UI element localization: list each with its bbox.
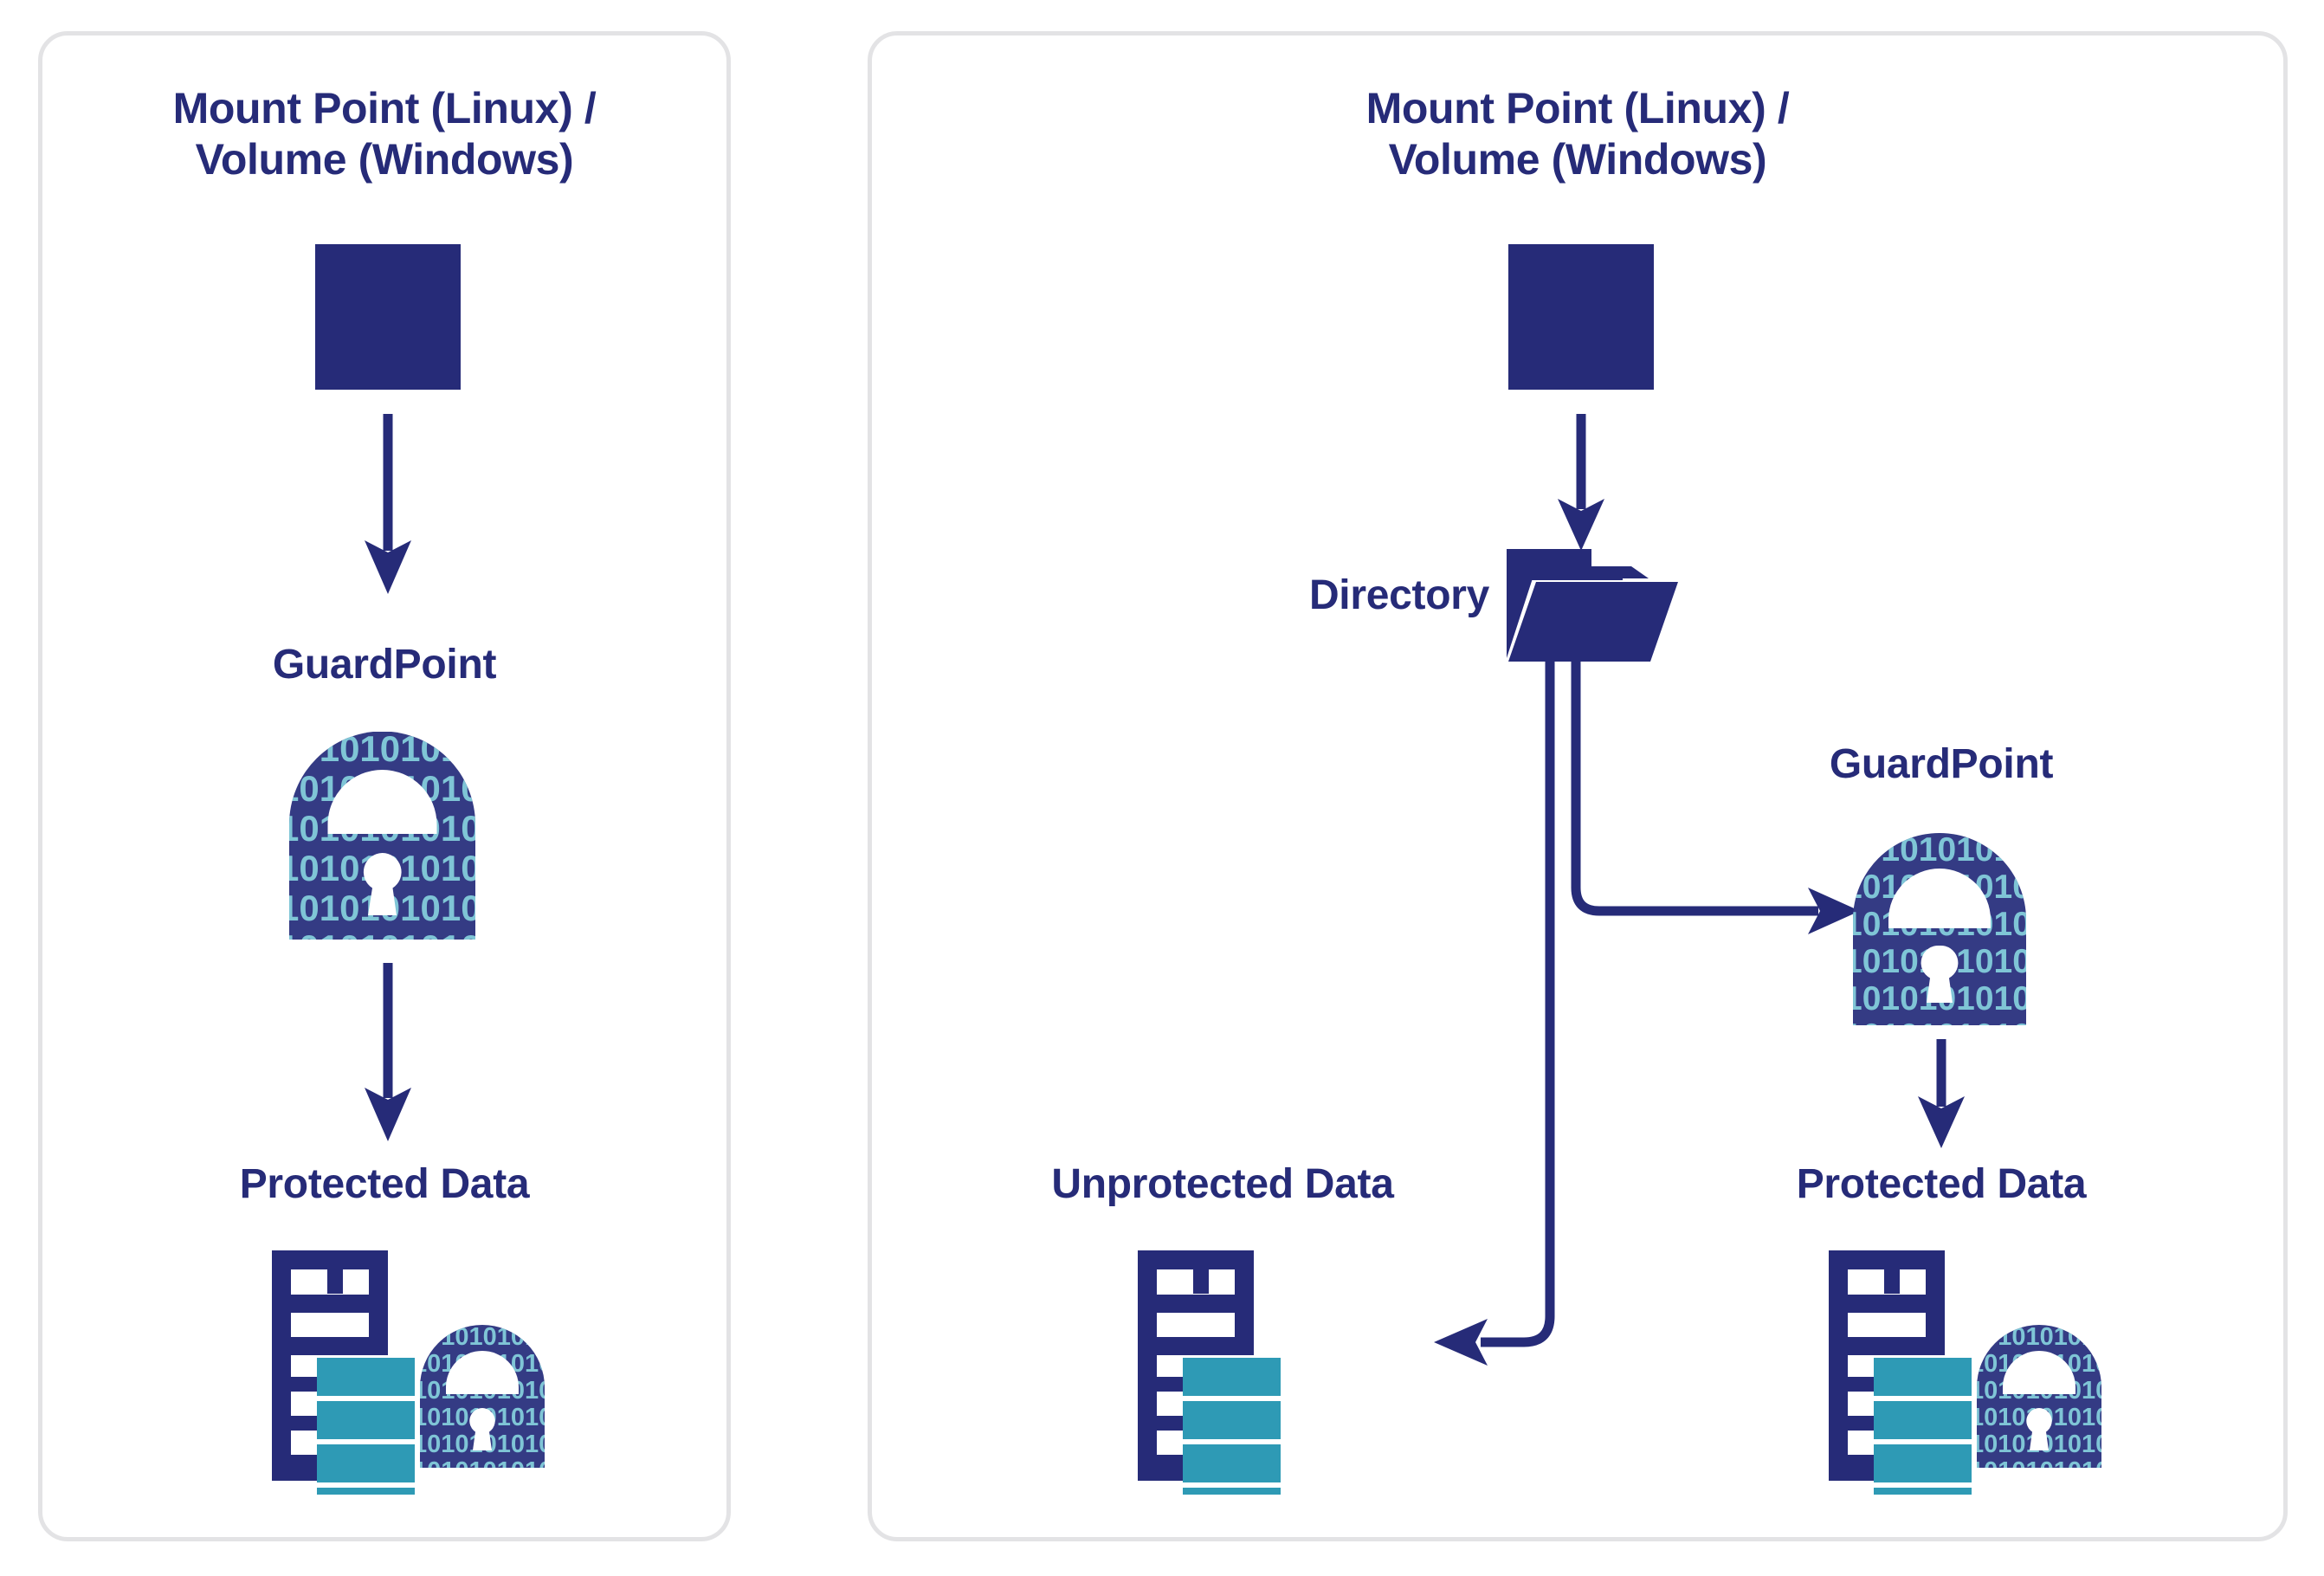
padlock-binary-icon-small [420,1325,545,1468]
folder-icon [1507,549,1678,662]
right-mount-point-label: Mount Point (Linux) / Volume (Windows) [1366,83,1790,185]
connector-directory-to-guardpoint [1571,658,1860,934]
arrow-mount-to-directory [1558,414,1604,551]
right-protected-data-label: Protected Data [1796,1161,2087,1207]
connector-directory-to-unprotected [1434,658,1555,1366]
padlock-binary-icon: 10101010101 [289,732,475,940]
database-rack [1829,1250,1945,1481]
right-guardpoint-label: GuardPoint [1829,741,2054,787]
arrow-guardpoint-to-protected [1918,1039,1965,1148]
stacked-bars-icon-bar [1508,317,1654,353]
database-rack [1138,1250,1254,1481]
database-rack [272,1250,388,1481]
database-teal-stack [1874,1358,1972,1495]
stacked-bars-icon [315,244,461,390]
stacked-bars-icon-bar [1508,353,1654,390]
stacked-bars-icon-bar [315,353,461,390]
stacked-bars-icon-bar [315,317,461,353]
arrow-mount-to-guardpoint [365,414,411,594]
left-mount-point-label-line2: Volume (Windows) [195,135,574,184]
padlock-binary-icon: 10101010101 [1853,833,2026,1025]
left-guardpoint-label: GuardPoint [272,642,497,688]
right-mount-point-label-line2: Volume (Windows) [1388,135,1767,184]
arrow-guardpoint-to-protected [365,963,411,1141]
database-lock-icon: 10101010101 [1829,1250,2101,1495]
database-icon [1138,1250,1281,1495]
left-mount-point-label: Mount Point (Linux) / Volume (Windows) [173,83,597,185]
right-mount-point-label-line1: Mount Point (Linux) / [1365,84,1790,132]
stacked-bars-icon-bar [315,244,461,281]
stacked-bars-icon-bar [315,281,461,317]
padlock-binary-icon-small [1977,1325,2101,1468]
database-lock-icon: 10101010101 [272,1250,545,1495]
unprotected-data-label: Unprotected Data [1051,1161,1394,1207]
directory-label: Directory [1308,572,1489,618]
stacked-bars-icon-bar [1508,281,1654,317]
database-teal-stack [317,1358,415,1495]
stacked-bars-icon [1508,244,1654,390]
left-protected-data-label: Protected Data [239,1161,530,1207]
database-teal-stack [1183,1358,1281,1495]
left-mount-point-label-line1: Mount Point (Linux) / [172,84,597,132]
stacked-bars-icon-bar [1508,244,1654,281]
